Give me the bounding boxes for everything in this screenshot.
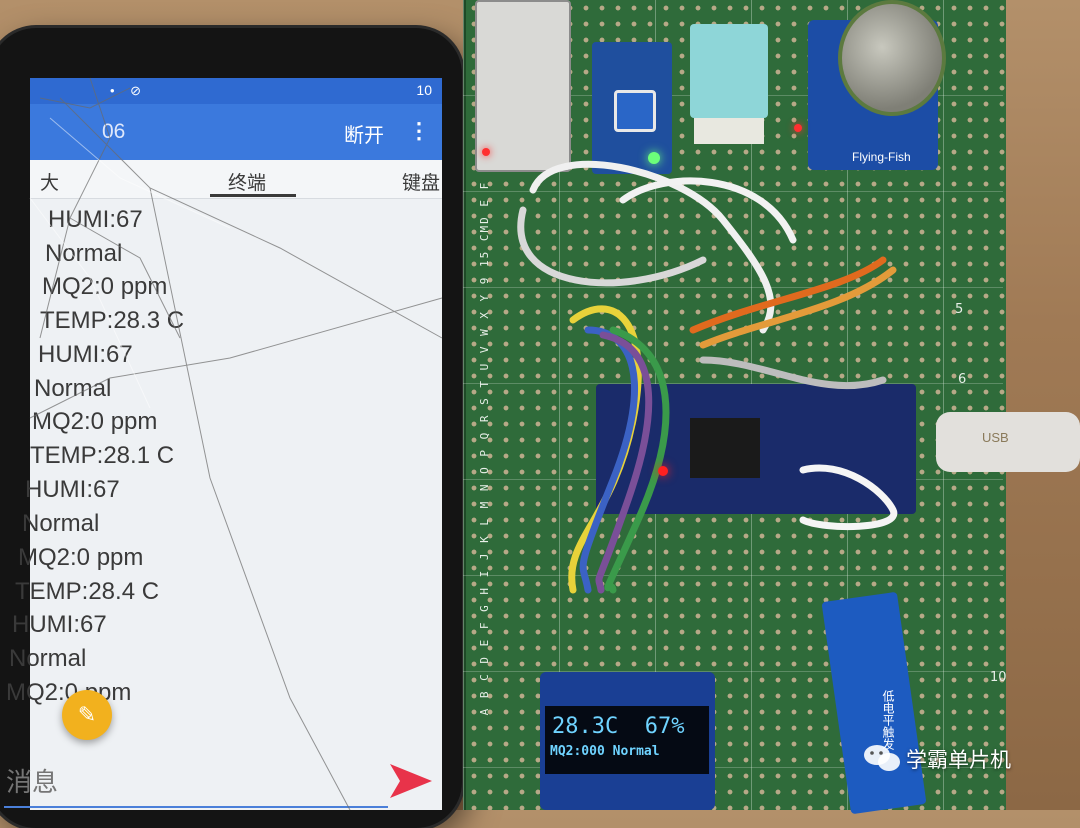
dht11-sensor (690, 24, 768, 118)
perfboard-number: 5 (955, 302, 964, 317)
tab-terminal[interactable]: 终端 (228, 172, 267, 194)
mq2-gas-sensor (838, 0, 946, 116)
terminal-line: TEMP:28.3 C (40, 307, 185, 334)
power-led (658, 466, 668, 476)
jumper-wires (517, 160, 898, 594)
app-bar: 06 断开 ⋮ (30, 104, 442, 160)
status-bar: • ⊘ 10 (30, 78, 442, 104)
tab-left[interactable]: 大 (40, 172, 60, 194)
tab-keyboard[interactable]: 键盘 (402, 172, 441, 194)
terminal-line: HUMI:67 (12, 611, 107, 638)
status-time: 10 (416, 82, 432, 98)
perfboard-number: 6 (958, 372, 967, 387)
send-button[interactable] (386, 758, 436, 804)
bluetooth-module (475, 0, 571, 172)
bluetooth-led (482, 148, 490, 156)
terminal-line: MQ2:0 ppm (32, 408, 158, 435)
terminal-line: TEMP:28.1 C (30, 442, 175, 469)
terminal-output: HUMI:67 Normal MQ2:0 ppm TEMP:28.3 C HUM… (6, 198, 442, 718)
terminal-line: Normal (9, 645, 87, 672)
status-led-green (648, 152, 660, 164)
usb-label: USB (982, 430, 1009, 445)
broom-icon: ✎ (77, 702, 97, 727)
oled-display (545, 706, 709, 774)
tab-bar: 大 终端 键盘 (30, 160, 442, 199)
usb-cable (936, 412, 1080, 472)
app-title: 06 (102, 120, 126, 143)
mcu-chip (690, 418, 760, 478)
message-input-row (4, 758, 442, 810)
terminal-line: Normal (45, 240, 123, 267)
oled-line-temp-humidity: 28.3C 67% (552, 714, 685, 739)
mq2-led (794, 124, 802, 132)
perfboard-number: 10 (990, 670, 1007, 685)
terminal-line: Normal (22, 510, 100, 537)
wechat-icon (864, 745, 900, 771)
tab-indicator (210, 194, 296, 197)
screen-crack-lines (29, 77, 443, 811)
terminal-line: HUMI:67 (38, 341, 133, 368)
send-icon (390, 764, 432, 798)
terminal-line: HUMI:67 (25, 476, 120, 503)
clear-fab-button[interactable]: ✎ (62, 690, 112, 740)
buzzer-module-label: 低电平触发 (881, 690, 895, 750)
terminal-line: TEMP:28.4 C (15, 578, 160, 605)
terminal-line: HUMI:67 (48, 206, 143, 233)
terminal-line: Normal (34, 375, 112, 402)
terminal-line: MQ2:0 ppm (18, 544, 144, 571)
oled-line-gas: MQ2:000 Normal (550, 744, 660, 759)
message-input[interactable] (4, 760, 388, 808)
more-options-icon[interactable]: ⋮ (408, 118, 430, 143)
mq2-label: Flying-Fish (852, 150, 911, 164)
phone-screen: • ⊘ 10 06 断开 ⋮ 大 终端 键盘 HUMI:67 Normal MQ… (4, 77, 443, 811)
watermark-text: 学霸单片机 (906, 748, 1011, 772)
dht11-base (694, 118, 764, 144)
disconnect-button[interactable]: 断开 (340, 117, 388, 150)
potentiometer-knob (614, 90, 656, 132)
terminal-line: MQ2:0 ppm (42, 273, 168, 300)
